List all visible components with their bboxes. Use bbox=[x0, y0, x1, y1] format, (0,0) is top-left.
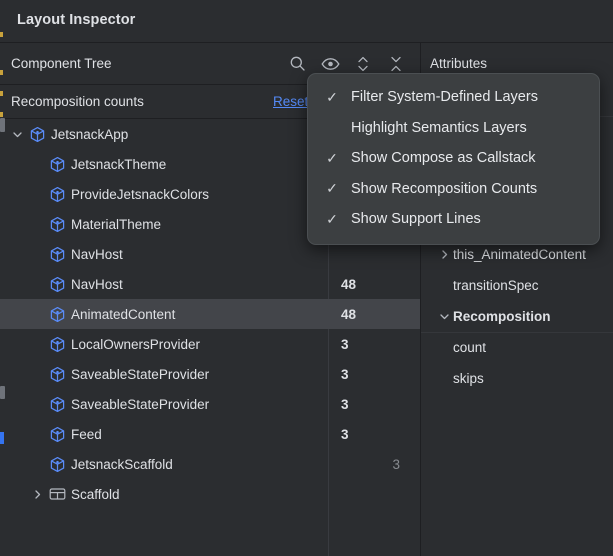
recomposition-count-cell: 3 bbox=[341, 336, 349, 352]
tree-row-label: Feed bbox=[71, 426, 102, 442]
check-icon: ✓ bbox=[326, 149, 338, 166]
recomposition-count-cell: 3 bbox=[341, 426, 349, 442]
recomposition-counts-label: Recomposition counts bbox=[11, 94, 144, 109]
reset-counts-link[interactable]: Reset bbox=[273, 94, 309, 109]
attribute-label: skips bbox=[453, 371, 484, 387]
count-column-divider bbox=[328, 119, 329, 556]
collapse-all-icon[interactable] bbox=[386, 54, 406, 74]
compose-node-icon bbox=[48, 425, 66, 443]
menu-item-label: Highlight Semantics Layers bbox=[351, 119, 527, 136]
tree-row[interactable]: SaveableStateProvider 3 bbox=[0, 389, 420, 419]
tree-row[interactable]: Feed 3 bbox=[0, 419, 420, 449]
tree-row[interactable]: NavHost 48 bbox=[0, 269, 420, 299]
menu-item-label: Show Compose as Callstack bbox=[351, 150, 536, 167]
tree-row[interactable]: Scaffold bbox=[0, 479, 420, 509]
component-tree-toolbar: Component Tree bbox=[0, 43, 420, 85]
attribute-row[interactable]: Recomposition bbox=[421, 301, 613, 333]
compose-node-icon bbox=[28, 125, 46, 143]
menu-item[interactable]: ✓ Filter System-Defined Layers bbox=[308, 82, 599, 113]
gutter-marker bbox=[0, 32, 3, 37]
attribute-row[interactable]: this_AnimatedContent bbox=[421, 239, 613, 270]
chevron-down-icon[interactable] bbox=[438, 310, 451, 323]
tree-row-label: LocalOwnersProvider bbox=[71, 336, 201, 352]
tree-row-label: SaveableStateProvider bbox=[71, 366, 210, 382]
recomposition-count-cell: 3 bbox=[392, 456, 400, 472]
vertical-scrollbar-thumb[interactable] bbox=[0, 118, 5, 132]
chevron-right-icon[interactable] bbox=[438, 248, 451, 261]
gutter-marker bbox=[0, 70, 3, 75]
tree-row[interactable]: JetsnackApp bbox=[0, 119, 420, 149]
component-tree-toolbar-icons bbox=[287, 43, 406, 84]
recomposition-count-cell: 3 bbox=[341, 396, 349, 412]
vertical-scrollbar-thumb[interactable] bbox=[0, 386, 5, 399]
tree-row[interactable]: JetsnackScaffold 3 bbox=[0, 449, 420, 479]
search-icon[interactable] bbox=[287, 54, 307, 74]
recomposition-count-cell: 48 bbox=[341, 306, 357, 322]
menu-item[interactable]: Highlight Semantics Layers bbox=[308, 113, 599, 144]
tree-row-label: AnimatedContent bbox=[71, 306, 176, 322]
compose-node-icon bbox=[48, 365, 66, 383]
chevron-down-icon[interactable] bbox=[10, 127, 24, 141]
menu-item-label: Show Support Lines bbox=[351, 211, 481, 228]
attribute-row[interactable]: skips bbox=[421, 363, 613, 394]
selection-edge-marker bbox=[0, 432, 4, 444]
recomposition-count-cell: 3 bbox=[341, 366, 349, 382]
compose-node-icon bbox=[48, 245, 66, 263]
attribute-row[interactable]: count bbox=[421, 333, 613, 364]
menu-item-label: Show Recomposition Counts bbox=[351, 180, 538, 197]
check-icon: ✓ bbox=[326, 180, 338, 197]
compose-node-icon bbox=[48, 155, 66, 173]
check-icon: ✓ bbox=[326, 88, 338, 105]
tree-row[interactable]: NavHost bbox=[0, 239, 420, 269]
panel-splitter[interactable] bbox=[420, 43, 421, 556]
menu-item[interactable]: ✓ Show Support Lines bbox=[308, 204, 599, 235]
gutter-marker bbox=[0, 91, 3, 96]
attribute-label: Recomposition bbox=[453, 308, 551, 324]
expand-all-icon[interactable] bbox=[353, 54, 373, 74]
gutter-marker bbox=[0, 112, 3, 117]
compose-node-icon bbox=[48, 305, 66, 323]
attribute-label: count bbox=[453, 340, 487, 356]
tree-row[interactable]: MaterialTheme bbox=[0, 209, 420, 239]
tree-row-label: JetsnackTheme bbox=[71, 156, 167, 172]
chevron-right-icon[interactable] bbox=[30, 487, 44, 501]
check-icon: ✓ bbox=[326, 210, 338, 227]
tree-row-label: ProvideJetsnackColors bbox=[71, 186, 210, 202]
tree-row[interactable]: SaveableStateProvider 3 bbox=[0, 359, 420, 389]
compose-node-icon bbox=[48, 455, 66, 473]
tree-row[interactable]: AnimatedContent 48 bbox=[0, 299, 420, 329]
eye-icon[interactable] bbox=[320, 54, 340, 74]
recomposition-count-cell: 48 bbox=[341, 276, 357, 292]
compose-node-icon bbox=[48, 275, 66, 293]
menu-item[interactable]: ✓ Show Recomposition Counts bbox=[308, 174, 599, 205]
compose-node-icon bbox=[48, 335, 66, 353]
tree-row-label: NavHost bbox=[71, 276, 123, 292]
attribute-row[interactable]: transitionSpec bbox=[421, 270, 613, 301]
attribute-label: this_AnimatedContent bbox=[453, 247, 586, 263]
tree-row-label: SaveableStateProvider bbox=[71, 396, 210, 412]
menu-item[interactable]: ✓ Show Compose as Callstack bbox=[308, 143, 599, 174]
tree-row[interactable]: LocalOwnersProvider 3 bbox=[0, 329, 420, 359]
compose-node-icon bbox=[48, 395, 66, 413]
view-node-icon bbox=[48, 485, 66, 503]
tree-row[interactable]: ProvideJetsnackColors bbox=[0, 179, 420, 209]
menu-item-label: Filter System-Defined Layers bbox=[351, 89, 538, 106]
attribute-label: transitionSpec bbox=[453, 277, 539, 293]
tree-row-label: JetsnackScaffold bbox=[71, 456, 173, 472]
page-title: Layout Inspector bbox=[17, 12, 136, 28]
attributes-title: Attributes bbox=[430, 56, 488, 71]
tree-row-label: JetsnackApp bbox=[51, 126, 129, 142]
window-titlebar: Layout Inspector bbox=[0, 0, 613, 43]
tree-row-label: MaterialTheme bbox=[71, 216, 162, 232]
component-tree-label: Component Tree bbox=[11, 56, 112, 71]
tree-row[interactable]: JetsnackTheme bbox=[0, 149, 420, 179]
compose-node-icon bbox=[48, 215, 66, 233]
compose-node-icon bbox=[48, 185, 66, 203]
tree-row-label: Scaffold bbox=[71, 486, 120, 502]
tree-row-label: NavHost bbox=[71, 246, 123, 262]
